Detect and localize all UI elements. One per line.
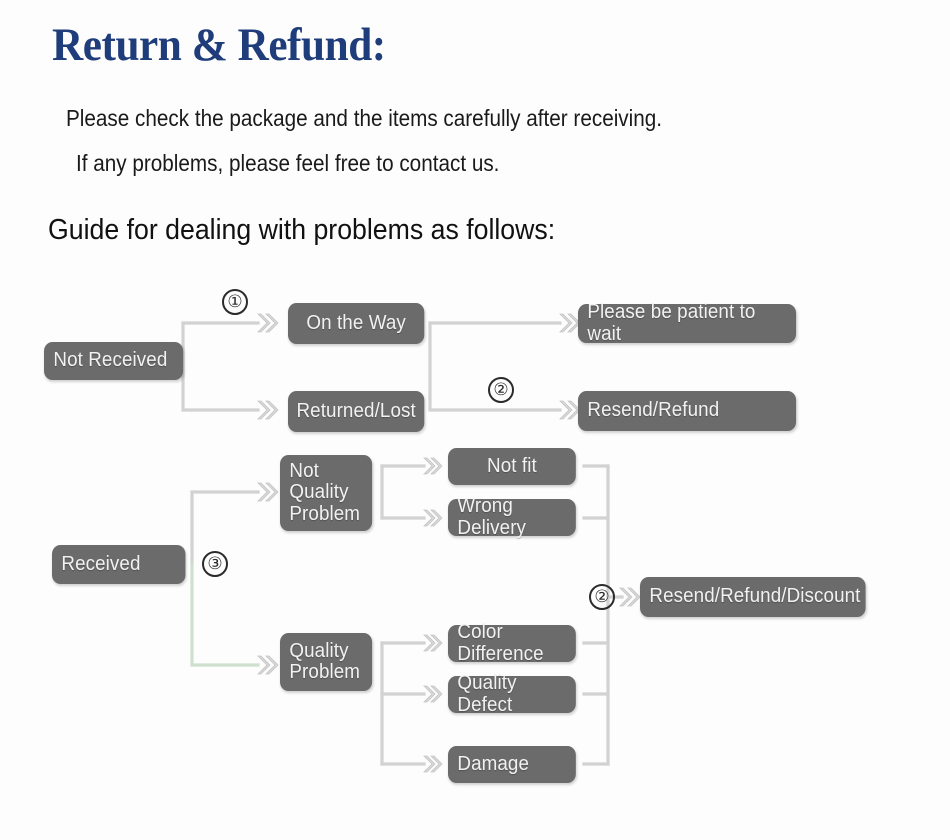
node-returned-lost[interactable]: Returned/Lost <box>288 391 425 432</box>
node-resend-refund[interactable]: Resend/Refund <box>578 391 797 431</box>
node-on-the-way[interactable]: On the Way <box>288 303 425 344</box>
node-quality-defect[interactable]: Quality Defect <box>448 673 576 715</box>
node-resend-refund-discount[interactable]: Resend/Refund/Discount <box>640 577 866 617</box>
step-marker-3: ③ <box>202 551 228 577</box>
node-received[interactable]: Received <box>52 545 186 584</box>
node-not-quality-problem[interactable]: Not Quality Problem <box>280 455 373 531</box>
instruction-line-2: If any problems, please feel free to con… <box>76 150 500 176</box>
page-title: Return & Refund: <box>52 19 386 71</box>
node-wrong-delivery[interactable]: Wrong Delivery <box>448 496 576 538</box>
node-damage[interactable]: Damage <box>448 746 576 783</box>
node-not-received[interactable]: Not Received <box>44 342 184 380</box>
node-please-be-patient[interactable]: Please be patient to wait <box>578 302 797 344</box>
node-quality-problem[interactable]: Quality Problem <box>280 633 373 691</box>
step-marker-2-bottom: ② <box>589 584 615 610</box>
node-color-difference[interactable]: Color Difference <box>448 622 576 664</box>
step-marker-1: ① <box>222 289 248 315</box>
node-not-fit[interactable]: Not fit <box>448 448 576 485</box>
instruction-line-1: Please check the package and the items c… <box>66 105 663 131</box>
guide-heading: Guide for dealing with problems as follo… <box>48 214 556 246</box>
problem-guide-flowchart: Not Received On the Way Returned/Lost Pl… <box>0 270 950 840</box>
step-marker-2-top: ② <box>488 377 514 403</box>
